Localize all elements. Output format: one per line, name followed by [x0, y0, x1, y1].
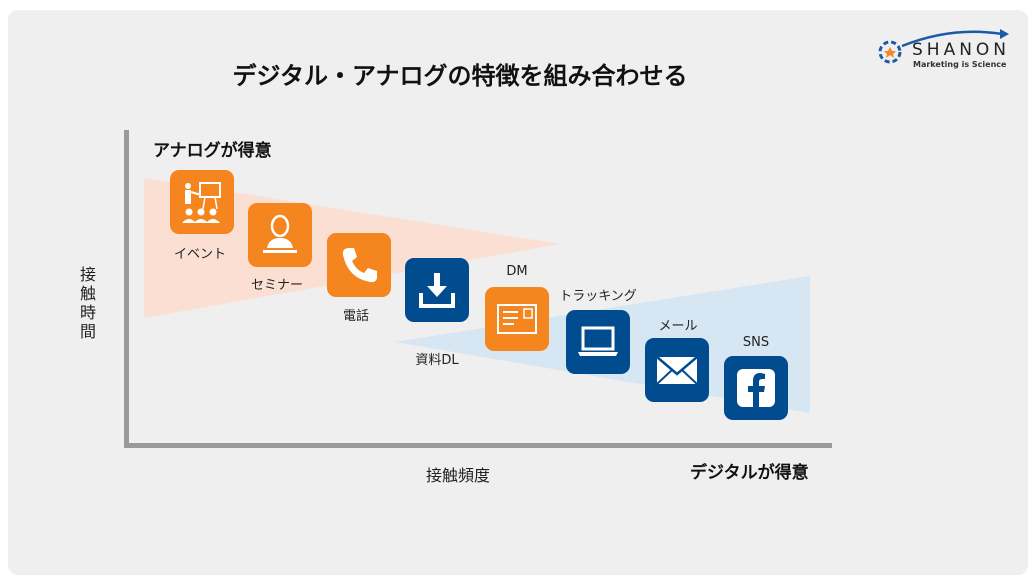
phone-icon: [327, 233, 391, 297]
envelope-icon: [645, 338, 709, 402]
facebook-icon: [724, 356, 788, 420]
download-icon: [405, 258, 469, 322]
tracking-label: トラッキング: [559, 289, 637, 304]
x-axis-label: 接触頻度: [426, 466, 491, 485]
event-icon: [170, 170, 234, 234]
phone-label: 電話: [342, 309, 369, 324]
digital-strength-label: デジタルが得意: [690, 463, 809, 483]
seminar-icon: [248, 203, 312, 267]
x-axis: [124, 443, 832, 448]
slide-title: デジタル・アナログの特徴を組み合わせる: [232, 62, 688, 90]
sns-label: SNS: [742, 335, 770, 350]
event-label: イベント: [173, 247, 226, 262]
y-axis: [124, 130, 129, 448]
download-label: 資料DL: [415, 353, 459, 368]
laptop-icon: [566, 310, 630, 374]
shanon-logo: SHANON Marketing is Science: [872, 26, 1022, 76]
dm-label: DM: [506, 264, 528, 279]
direct-mail-icon: [485, 287, 549, 351]
seminar-label: セミナー: [250, 278, 303, 293]
logo-name: SHANON: [912, 40, 1011, 60]
analog-strength-label: アナログが得意: [153, 141, 272, 161]
mail-label: メール: [658, 319, 698, 334]
y-axis-label: 接触時間: [80, 265, 97, 341]
logo-tagline: Marketing is Science: [913, 60, 1007, 69]
